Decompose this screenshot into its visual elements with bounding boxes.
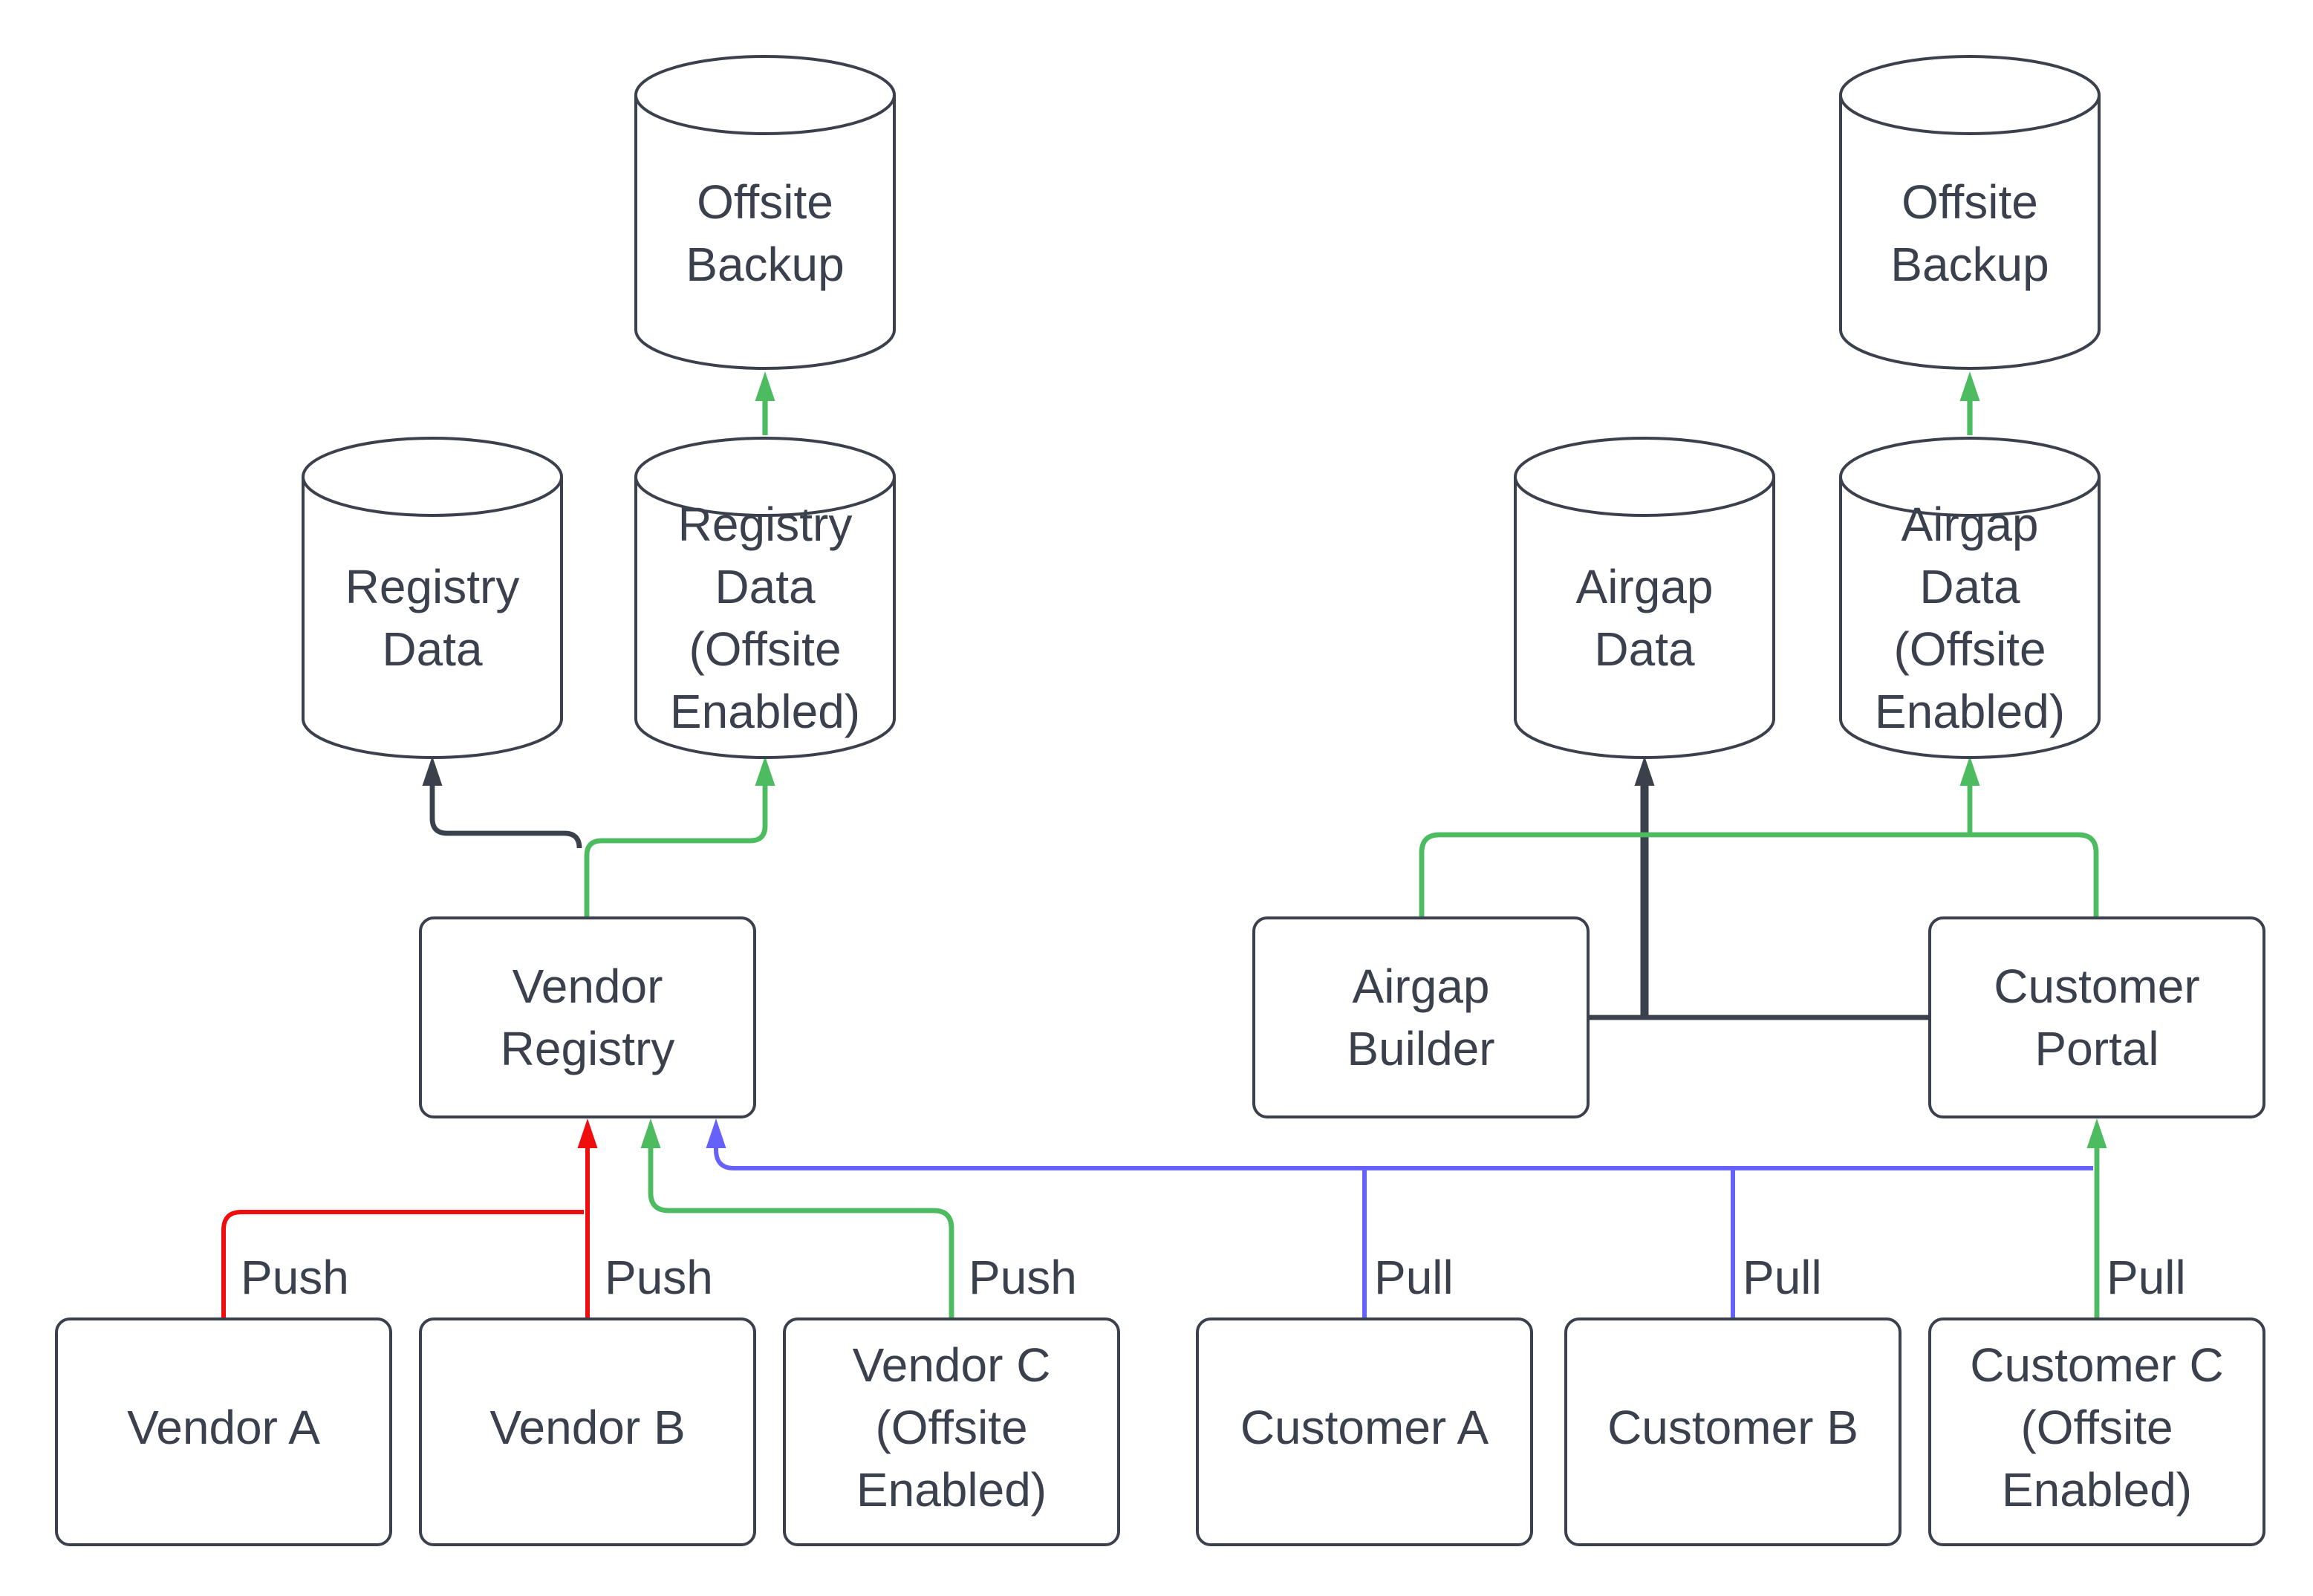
edge-line-registry-to-registry-data: [429, 786, 582, 849]
registry-data-cylinder: [302, 437, 563, 759]
vendor-c-box: [783, 1317, 1120, 1546]
airgap-builder-box: [1252, 916, 1590, 1118]
registry-data-offsite-cylinder: [634, 437, 896, 759]
vendor-registry-box: [419, 916, 756, 1118]
customer-c-box: [1928, 1317, 2265, 1546]
edge-portal-to-airgap-data-offsite: [1959, 756, 1980, 835]
edge-label-push-vendor-b: Push: [605, 1251, 713, 1304]
edge-label-pull-customer-a: Pull: [1374, 1251, 1454, 1304]
node-vendor-b: Vendor B: [419, 1317, 756, 1546]
arrowhead-icon-push-vendor-c: [640, 1118, 661, 1148]
edge-builder-to-airgap-data: [1634, 756, 1655, 1017]
customer-a-box: [1196, 1317, 1533, 1546]
airgap-data-offsite-cylinder-lip: [1839, 476, 2101, 517]
arrowhead-icon-registry-to-registry-data: [422, 756, 443, 786]
customer-portal-box: [1928, 916, 2265, 1118]
edge-registry-to-registry-data: [422, 756, 582, 849]
offsite-backup-left-cylinder: [634, 55, 896, 370]
edge-portal-to-airgap-builder: [1419, 832, 2099, 918]
customer-a-label: Customer A: [1240, 1401, 1489, 1454]
edge-pull-customer-b: [706, 1118, 2093, 1319]
customer-b-label: Customer B: [1607, 1401, 1858, 1454]
edges-layer: [221, 371, 2107, 1319]
vendor-b-box: [419, 1317, 756, 1546]
offsite-backup-right-cylinder-lip: [1839, 94, 2101, 135]
arrowhead-icon-registry-data-offsite-to-offsite-backup: [755, 371, 775, 401]
edge-labels-layer: Push Push Pull Pull Push Pull: [241, 1251, 2186, 1304]
edge-line-push-vendor-c: [648, 1147, 954, 1319]
edge-line-pull-customer-b: [714, 1147, 2093, 1170]
edge-line-push-vendor-a: [221, 1210, 584, 1319]
node-customer-a: Customer A: [1196, 1317, 1533, 1546]
edge-pull-customer-c: [2086, 1118, 2107, 1319]
edge-label-pull-customer-b: Pull: [1743, 1251, 1822, 1304]
edge-registry-data-offsite-to-offsite-backup: [755, 371, 775, 435]
edge-registry-to-registry-data-offsite: [584, 756, 775, 918]
offsite-backup-right-cylinder: [1839, 55, 2101, 370]
arrowhead-icon-builder-to-airgap-data: [1634, 756, 1655, 786]
airgap-data-cylinder-lip: [1514, 476, 1775, 517]
edge-push-vendor-c: [640, 1118, 954, 1319]
edge-airgap-data-offsite-to-offsite-backup: [1959, 371, 1980, 435]
registry-data-offsite-cylinder-lip: [634, 476, 896, 517]
edge-label-push-vendor-c: Push: [969, 1251, 1077, 1304]
vendor-a-label: Vendor A: [127, 1401, 320, 1454]
edge-line-registry-to-registry-data-offsite: [584, 786, 768, 918]
arrowhead-icon-pull-customer-b: [706, 1118, 726, 1148]
edge-push-vendor-b: [577, 1118, 598, 1319]
edge-line-portal-to-airgap-builder: [1419, 832, 2099, 918]
airgap-data-offsite-cylinder: [1839, 437, 2101, 759]
edge-push-vendor-a: [221, 1210, 584, 1319]
registry-data-cylinder-lip: [302, 476, 563, 517]
arrowhead-icon-airgap-data-offsite-to-offsite-backup: [1959, 371, 1980, 401]
node-customer-b: Customer B: [1564, 1317, 1902, 1546]
arrowhead-icon-push-vendor-b: [577, 1118, 598, 1148]
vendor-b-label: Vendor B: [489, 1401, 685, 1454]
customer-b-box: [1564, 1317, 1902, 1546]
arrowhead-icon-pull-customer-c: [2086, 1118, 2107, 1148]
edge-label-pull-customer-c: Pull: [2107, 1251, 2186, 1304]
node-vendor-a: Vendor A: [55, 1317, 392, 1546]
edge-label-push-vendor-a: Push: [241, 1251, 349, 1304]
airgap-data-cylinder: [1514, 437, 1775, 759]
vendor-a-box: [55, 1317, 392, 1546]
offsite-backup-left-cylinder-lip: [634, 94, 896, 135]
arrowhead-icon-registry-to-registry-data-offsite: [755, 756, 775, 786]
arrowhead-icon-portal-to-airgap-data-offsite: [1959, 756, 1980, 786]
